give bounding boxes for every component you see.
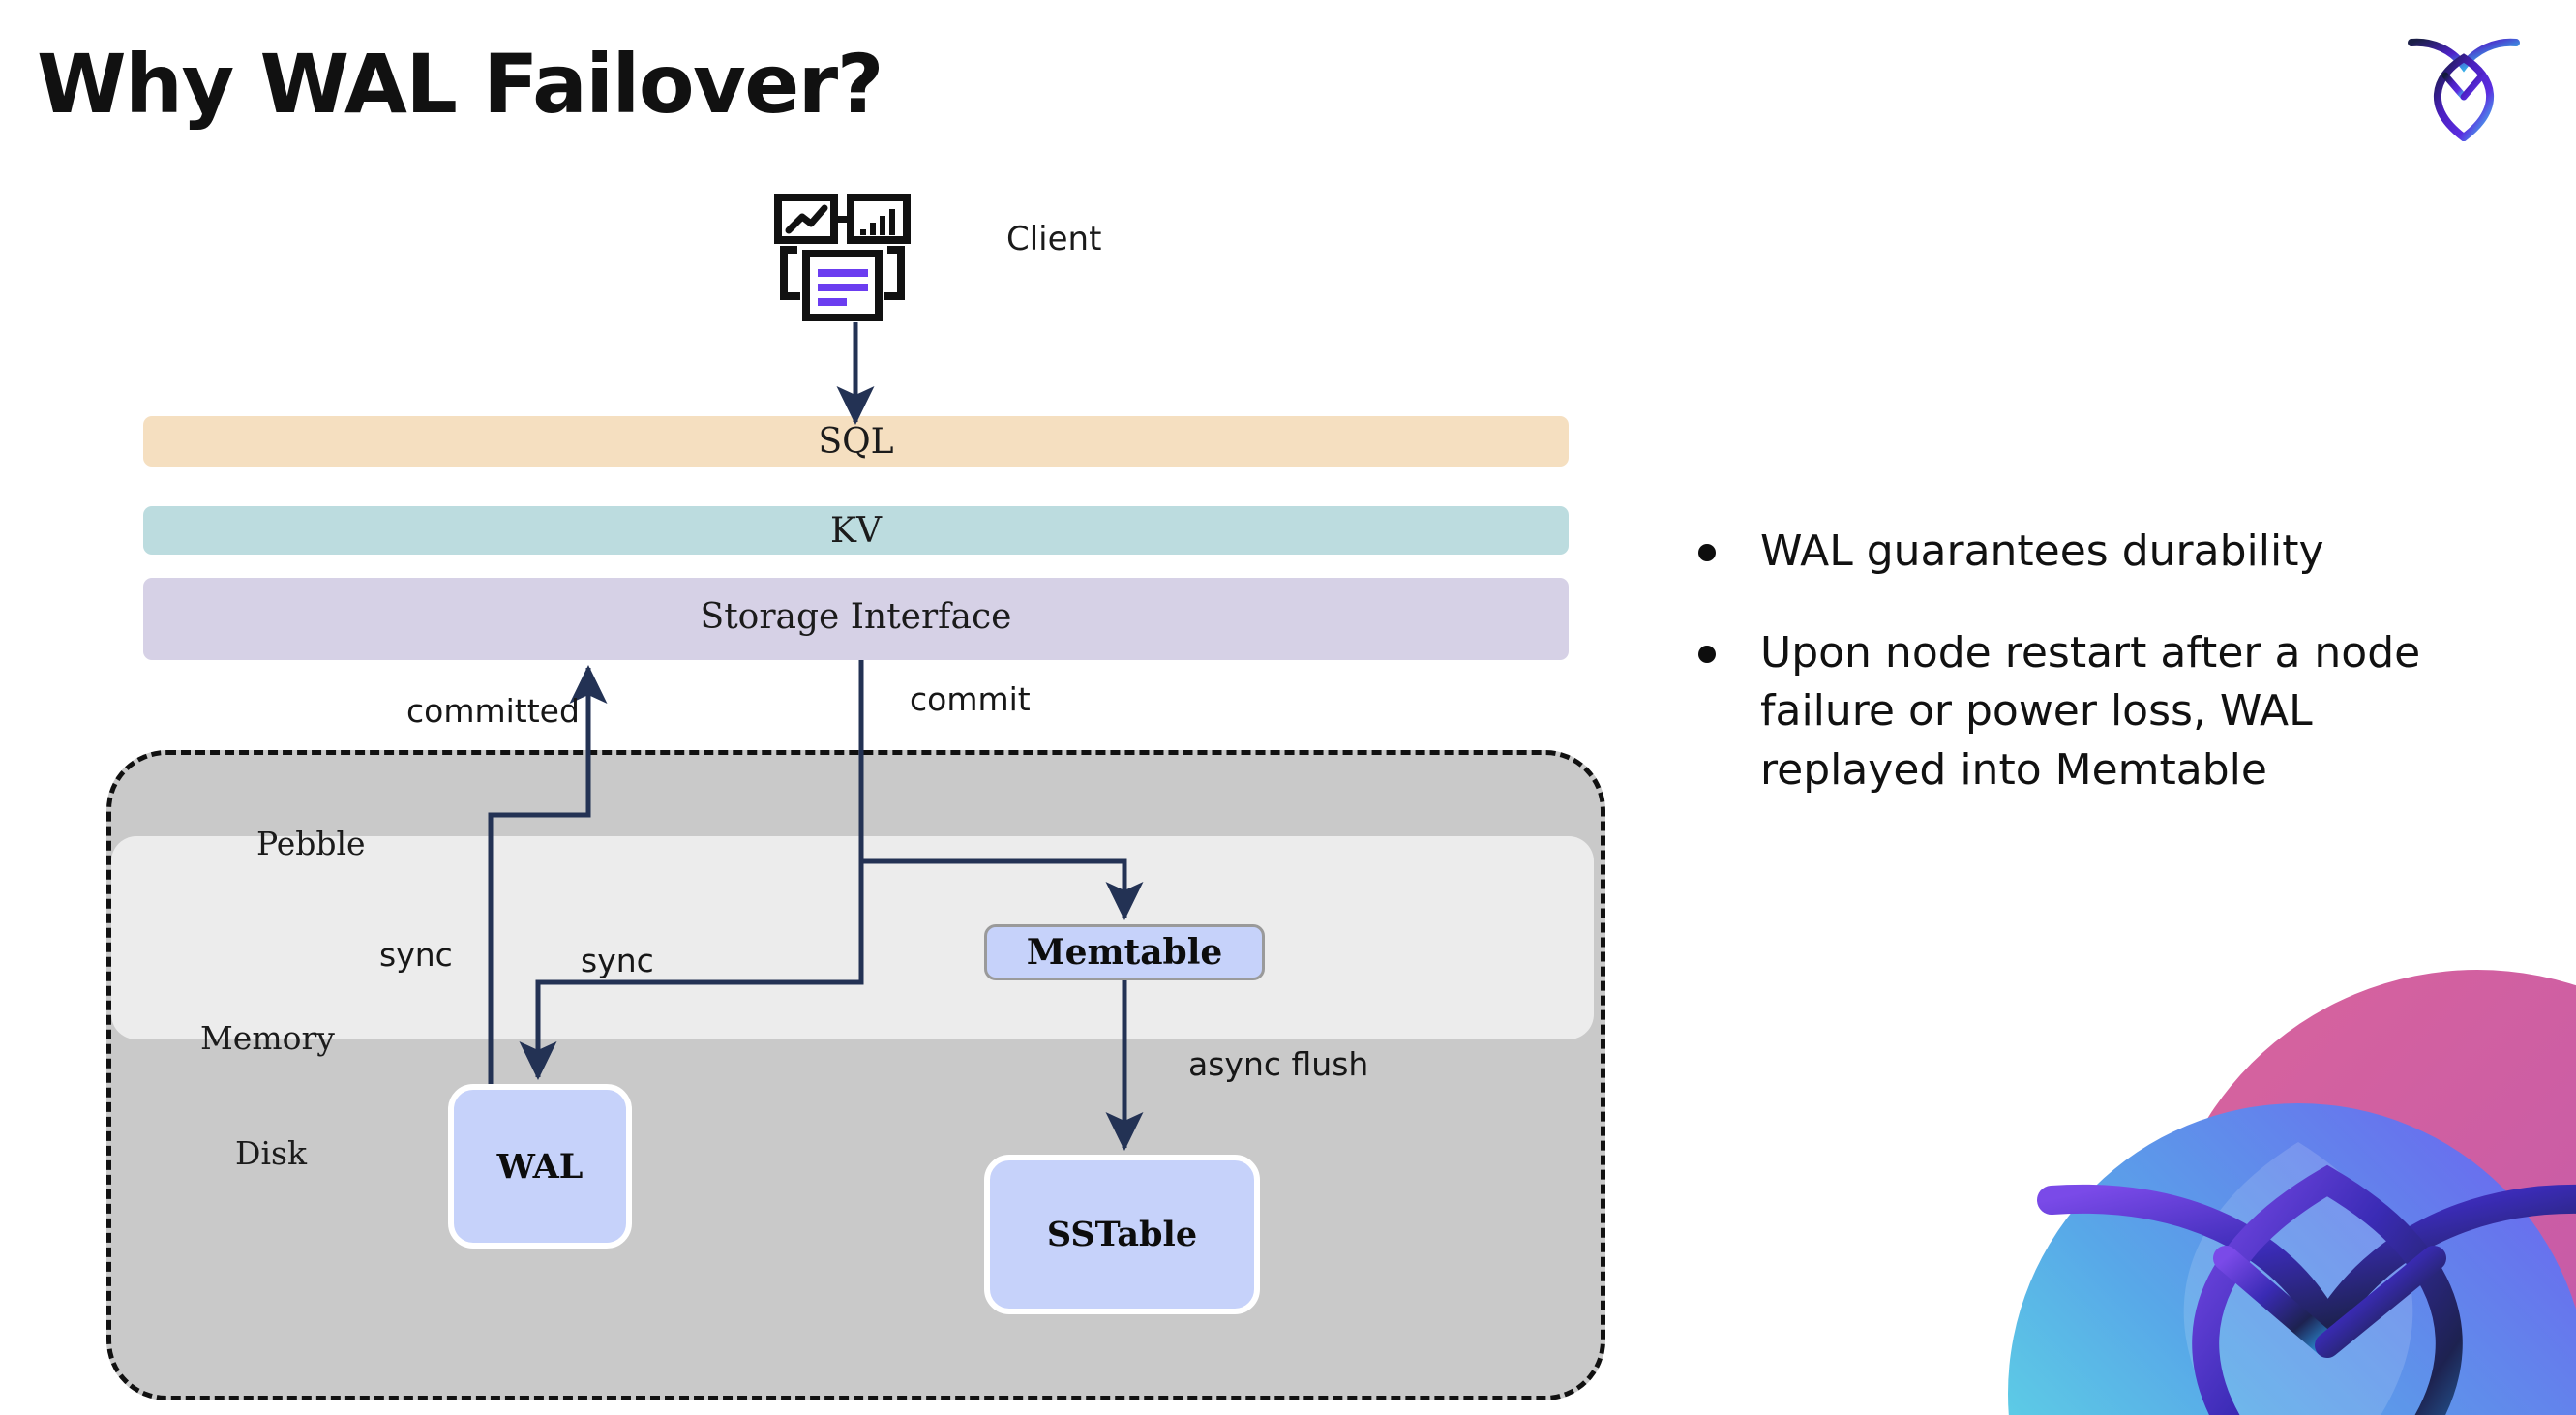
edge-label-async-flush: async flush xyxy=(1188,1045,1369,1083)
node-wal-label: WAL xyxy=(496,1146,584,1187)
list-item: Upon node restart after a node failure o… xyxy=(1698,624,2511,800)
pebble-container: Pebble Memory Disk xyxy=(106,750,1605,1400)
list-item: WAL guarantees durability xyxy=(1698,523,2511,582)
edge-label-committed: committed xyxy=(406,692,580,730)
bullet-text: WAL guarantees durability xyxy=(1760,527,2324,576)
pebble-label: Pebble xyxy=(256,825,366,862)
layer-kv: KV xyxy=(143,506,1569,555)
bullet-dot-icon xyxy=(1698,645,1716,663)
edge-label-sync-right: sync xyxy=(581,942,654,979)
disk-label: Disk xyxy=(235,1134,307,1172)
layer-storage-interface: Storage Interface xyxy=(143,578,1569,660)
cockroachdb-logo xyxy=(2402,27,2528,143)
client-label: Client xyxy=(1006,220,1102,258)
layer-storage-label: Storage Interface xyxy=(700,597,1012,637)
decorative-logo-art xyxy=(1935,910,2576,1415)
client-analytics-icon xyxy=(774,194,924,329)
layer-kv-label: KV xyxy=(830,510,882,551)
layer-sql: SQL xyxy=(143,416,1569,467)
memory-zone xyxy=(111,836,1594,1039)
layer-sql-label: SQL xyxy=(818,421,894,462)
node-sstable: SSTable xyxy=(984,1155,1260,1314)
bullet-text: Upon node restart after a node failure o… xyxy=(1760,627,2421,796)
bullet-list: WAL guarantees durability Upon node rest… xyxy=(1698,523,2511,843)
node-memtable-label: Memtable xyxy=(1026,932,1223,973)
architecture-diagram: Client SQL KV Storage Interface Pebble M… xyxy=(106,194,1605,1400)
page-title: Why WAL Failover? xyxy=(37,37,884,132)
node-sstable-label: SSTable xyxy=(1046,1215,1198,1254)
node-wal: WAL xyxy=(448,1084,632,1249)
node-memtable: Memtable xyxy=(984,924,1265,980)
bullet-dot-icon xyxy=(1698,544,1716,561)
edge-label-commit: commit xyxy=(910,680,1031,718)
memory-label: Memory xyxy=(200,1019,335,1057)
edge-label-sync-left: sync xyxy=(379,936,453,974)
